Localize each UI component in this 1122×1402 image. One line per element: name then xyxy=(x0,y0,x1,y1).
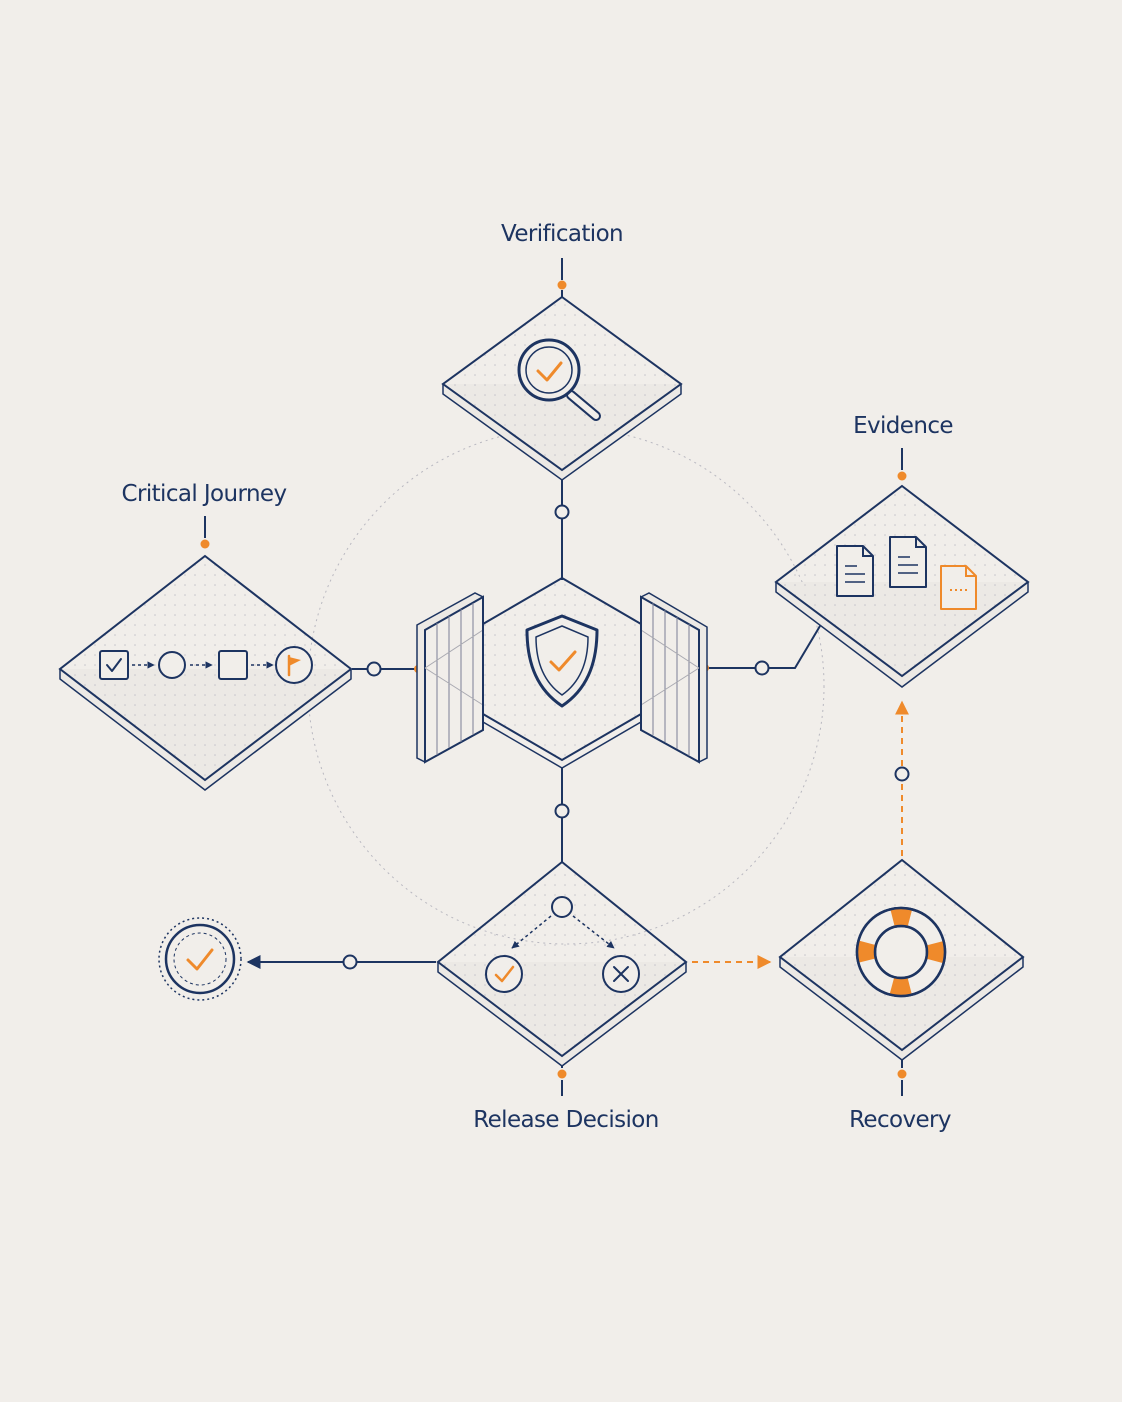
life-ring-icon xyxy=(855,906,947,998)
recovery-node xyxy=(778,858,1025,1061)
documents-icon xyxy=(836,536,977,610)
pass-icon xyxy=(485,955,523,993)
label-release-decision: Release Decision xyxy=(473,1107,659,1133)
connector-center-evidence xyxy=(705,625,821,669)
connectors xyxy=(204,258,903,1096)
outcome-check-badge xyxy=(158,917,242,1001)
label-evidence: Evidence xyxy=(853,413,953,439)
right-gate xyxy=(640,592,708,764)
node-center-evidence xyxy=(754,660,770,676)
shield-check-icon xyxy=(525,614,599,708)
node-release-outcome xyxy=(342,954,358,970)
verification-node xyxy=(441,295,683,481)
evidence-node xyxy=(774,484,1030,688)
label-recovery: Recovery xyxy=(849,1107,951,1133)
check-circle-icon xyxy=(186,948,214,971)
flow-steps-icon xyxy=(99,646,313,684)
left-gate xyxy=(416,592,484,764)
node-recovery-evidence xyxy=(894,766,910,782)
release-decision-node xyxy=(436,860,688,1067)
label-critical-journey: Critical Journey xyxy=(122,481,287,507)
branch-pass-fail-icon xyxy=(485,896,640,993)
node-verification-center xyxy=(554,504,570,520)
connector-nodes xyxy=(342,504,910,970)
magnifier-check-icon xyxy=(517,338,601,421)
dashed-flows xyxy=(692,700,909,969)
node-center-release xyxy=(554,803,570,819)
critical-journey-node xyxy=(58,554,353,791)
node-journey-center xyxy=(366,661,382,677)
label-verification: Verification xyxy=(501,221,623,247)
central-hub xyxy=(416,576,708,769)
